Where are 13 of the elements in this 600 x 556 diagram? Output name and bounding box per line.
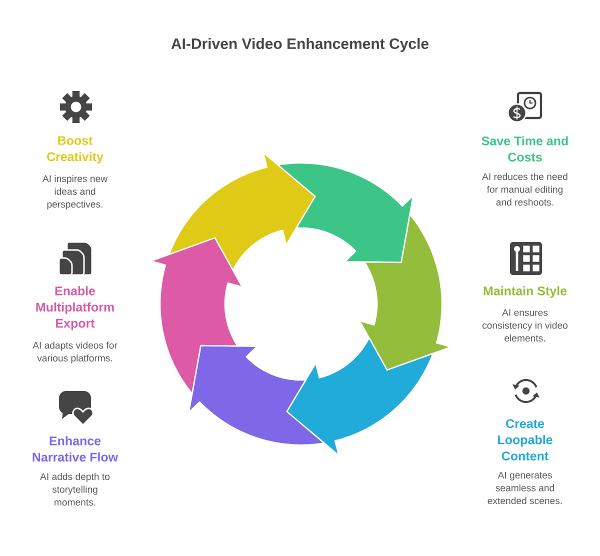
feature-heading: Save Time and Costs: [482, 136, 568, 162]
feature-description: AI adds depth to storytelling moments.: [40, 472, 110, 506]
feature-description: AI adapts videos for various platforms.: [32, 342, 118, 364]
feature-heading: Enhance Narrative Flow: [32, 436, 118, 462]
feature-heading: Maintain Style: [484, 286, 567, 298]
feature-description: AI reduces the need for manual editing and reshoots.: [482, 172, 568, 206]
title: AI-Driven Video Enhancement Cycle: [171, 38, 429, 52]
feature-description: AI generates seamless and extended scenes.: [488, 472, 562, 504]
feature-heading: Enable Multiplatform Export: [36, 286, 114, 330]
feature-heading: Create Loopable Content: [498, 419, 552, 460]
feature-description: AI ensures consistency in video elements.: [482, 309, 568, 342]
feature-heading: Boost Creativity: [47, 136, 104, 164]
feature-description: AI inspires new ideas and perspectives.: [42, 175, 108, 210]
